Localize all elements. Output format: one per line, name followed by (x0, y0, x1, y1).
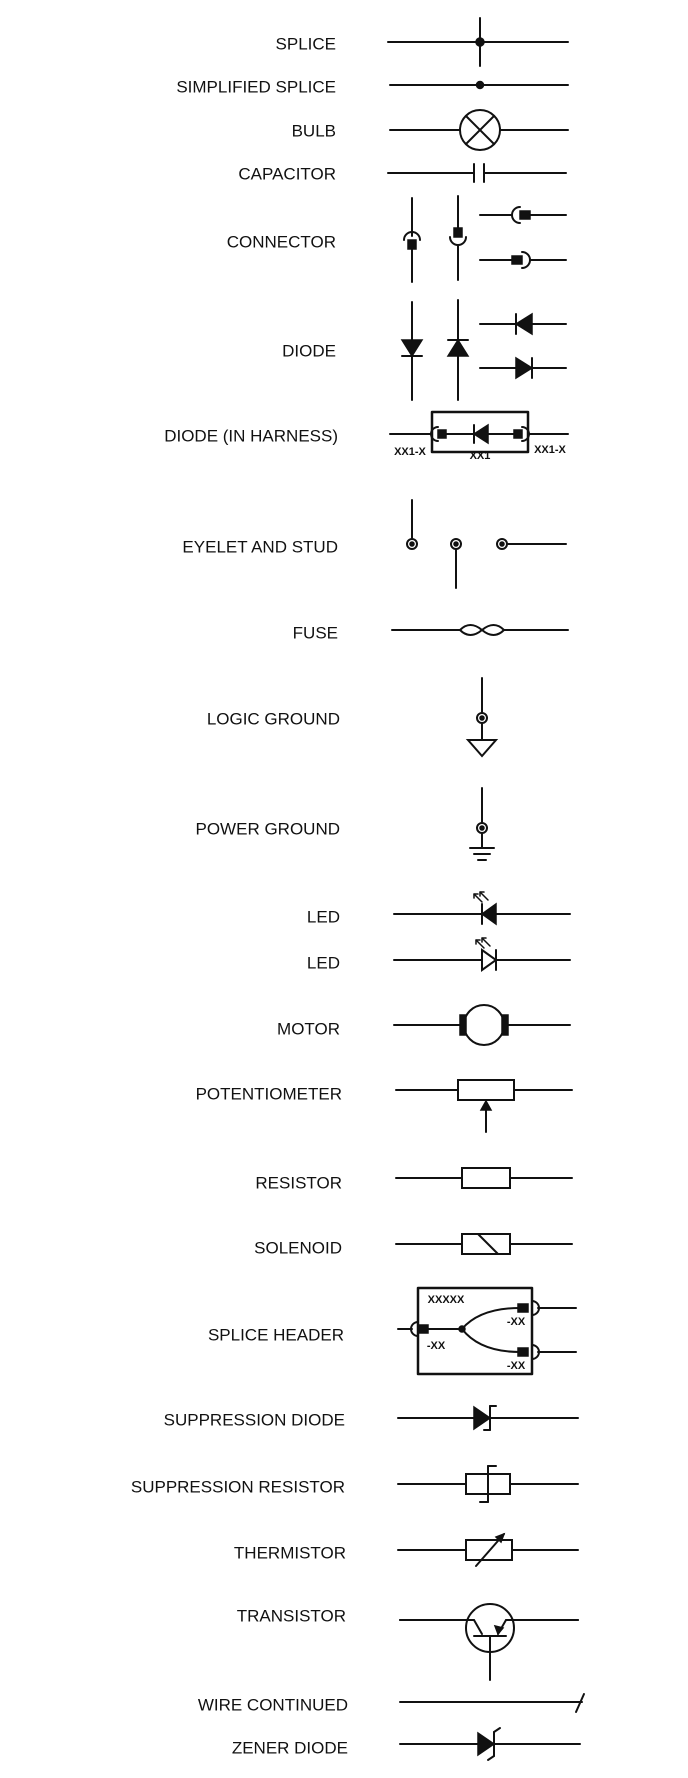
label-led: LED (307, 907, 340, 926)
suppression-resistor-icon (397, 1465, 579, 1503)
led-icon (393, 891, 571, 926)
label-suppression-diode: SUPPRESSION DIODE (164, 1410, 345, 1429)
label-wire-continued: WIRE CONTINUED (198, 1695, 348, 1714)
label-fuse: FUSE (293, 623, 338, 642)
simplified-splice-icon (389, 80, 569, 90)
led-outline-icon (393, 937, 571, 972)
transistor-icon (399, 1603, 579, 1681)
label-capacitor: CAPACITOR (238, 164, 336, 183)
label-splice-header: SPLICE HEADER (208, 1325, 344, 1344)
harness-tag-right: XX1-X (534, 444, 566, 456)
diode-icon (400, 299, 567, 401)
fuse-icon (391, 624, 569, 636)
eyelet-and-stud-icon (406, 499, 567, 589)
suppression-diode-icon (397, 1405, 579, 1431)
power-ground-icon (469, 787, 495, 861)
zener-diode-icon (399, 1727, 581, 1761)
motor-icon (393, 1004, 571, 1046)
bulb-icon (389, 109, 569, 151)
label-transistor: TRANSISTOR (237, 1606, 346, 1625)
splice-header-icon: XXXXX -XX -XX -XX (397, 1286, 577, 1376)
label-power-ground: POWER GROUND (196, 819, 341, 838)
label-diode: DIODE (282, 341, 336, 360)
resistor-icon (395, 1167, 573, 1189)
label-splice: SPLICE (276, 34, 336, 53)
label-eyelet-and-stud: EYELET AND STUD (182, 537, 338, 556)
label-suppression-resistor: SUPPRESSION RESISTOR (131, 1477, 345, 1496)
label-motor: MOTOR (277, 1019, 340, 1038)
label-potentiometer: POTENTIOMETER (196, 1084, 342, 1103)
label-zener-diode: ZENER DIODE (232, 1738, 348, 1757)
label-led-outline: LED (307, 953, 340, 972)
solenoid-icon (395, 1233, 573, 1255)
label-thermistor: THERMISTOR (234, 1543, 346, 1562)
label-bulb: BULB (292, 121, 336, 140)
harness-tag-left: XX1-X (394, 446, 426, 458)
thermistor-icon (397, 1532, 579, 1567)
header-tag-bottom: -XX (507, 1360, 526, 1372)
header-tag-name: XXXXX (428, 1294, 465, 1306)
connector-icon (403, 195, 567, 283)
label-simplified-splice: SIMPLIFIED SPLICE (176, 77, 336, 96)
label-connector: CONNECTOR (227, 232, 336, 251)
header-tag-left: -XX (427, 1340, 446, 1352)
wire-continued-icon (399, 1693, 585, 1713)
harness-tag-center: XX1 (470, 450, 491, 462)
logic-ground-icon (465, 677, 499, 758)
splice-icon (387, 17, 569, 67)
label-logic-ground: LOGIC GROUND (207, 709, 340, 728)
label-solenoid: SOLENOID (254, 1238, 342, 1257)
label-diode-in-harness: DIODE (IN HARNESS) (164, 426, 338, 445)
diode-in-harness-icon: XX1-X XX1 XX1-X (389, 410, 569, 462)
header-tag-top: -XX (507, 1316, 526, 1328)
potentiometer-icon (395, 1079, 573, 1133)
capacitor-icon (387, 163, 567, 183)
label-resistor: RESISTOR (255, 1173, 342, 1192)
